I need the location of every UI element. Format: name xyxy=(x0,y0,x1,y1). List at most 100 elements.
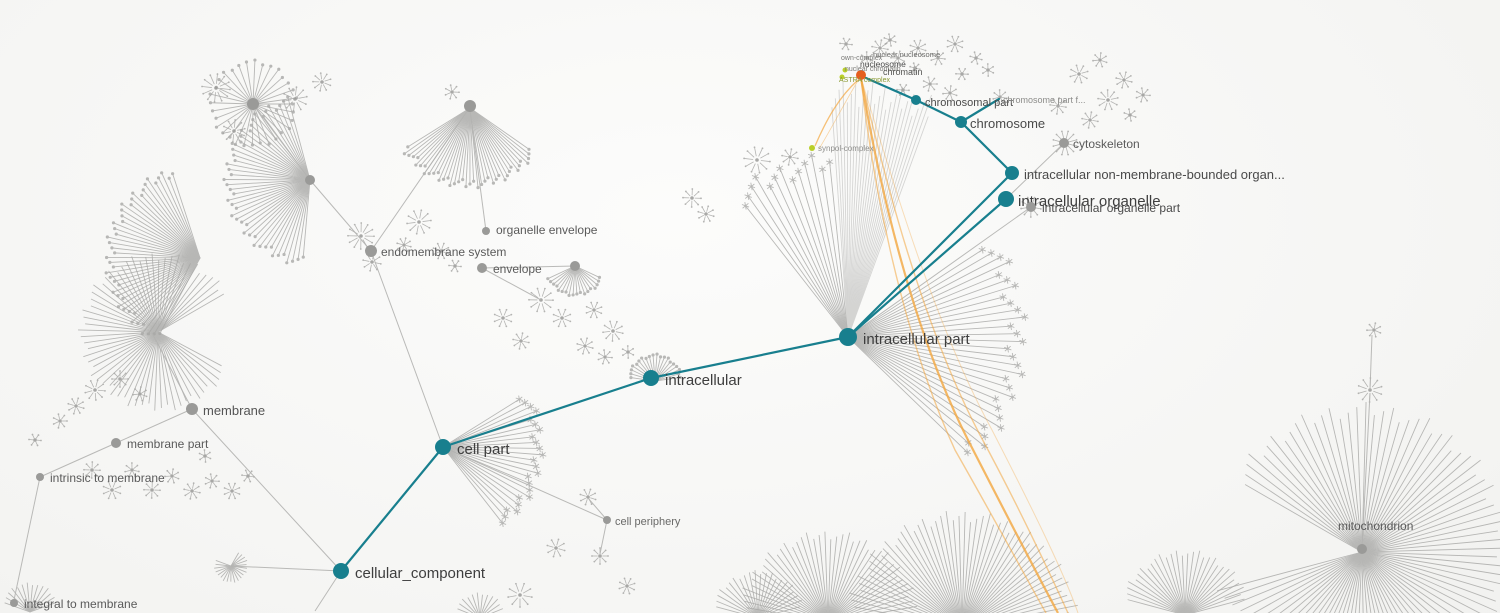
node-envelope[interactable] xyxy=(477,263,487,273)
node-starburst xyxy=(743,146,771,174)
cluster-fan xyxy=(831,81,932,338)
node-starburst xyxy=(312,72,332,92)
gray-edges xyxy=(13,103,1373,612)
label-envelope[interactable]: envelope xyxy=(493,262,542,276)
node-starburst xyxy=(697,205,715,223)
node-membrane[interactable] xyxy=(186,403,198,415)
synpol-complex-node[interactable] xyxy=(809,145,815,151)
node-starburst xyxy=(1092,52,1108,68)
node-intracellular-non-membrane-bounded-organelle[interactable] xyxy=(1005,166,1019,180)
node-starburst xyxy=(432,242,450,260)
node-chromosomal-part[interactable] xyxy=(911,95,921,105)
node-starburst xyxy=(585,301,603,319)
label-cytoskeleton[interactable]: cytoskeleton xyxy=(1073,137,1140,151)
chromatin-green-node[interactable] xyxy=(842,67,848,73)
label-intracellular-organelle-part[interactable]: intracellular organelle part xyxy=(1042,201,1181,215)
node-starburst xyxy=(396,237,412,253)
node-starburst xyxy=(204,473,220,489)
label-cell-periphery[interactable]: cell periphery xyxy=(615,516,681,528)
cluster-apex-node[interactable] xyxy=(247,98,259,110)
node-starburst xyxy=(839,37,853,51)
node-starburst xyxy=(909,62,921,74)
node-starburst xyxy=(282,86,308,112)
node-starburst xyxy=(618,577,636,595)
node-starburst xyxy=(969,51,983,65)
node-integral-to-membrane[interactable] xyxy=(10,599,18,607)
mini-label[interactable]: ASTRA complex xyxy=(839,77,890,84)
node-starburst xyxy=(930,50,946,66)
node-intracellular-part[interactable] xyxy=(839,328,857,346)
cluster-fan xyxy=(1127,550,1245,613)
node-starburst xyxy=(1097,89,1119,111)
node-starburst xyxy=(860,51,874,65)
node-endomembrane-system[interactable] xyxy=(365,245,377,257)
node-starburst xyxy=(223,482,241,500)
astra-complex-node[interactable] xyxy=(839,74,845,80)
cluster-fan xyxy=(442,395,547,527)
node-starburst xyxy=(621,345,635,359)
label-chromosome-part[interactable]: chromosome part f... xyxy=(1003,95,1086,105)
mini-label[interactable]: nucleosome xyxy=(860,59,906,69)
label-mitochondrion[interactable]: mitochondrion xyxy=(1338,519,1413,533)
nucleosome-node[interactable] xyxy=(856,70,866,80)
node-starburst xyxy=(28,433,42,447)
mini-label[interactable]: nuclear chromatin xyxy=(845,66,901,73)
node-intrinsic-to-membrane[interactable] xyxy=(36,473,44,481)
node-organelle-envelope[interactable] xyxy=(482,227,490,235)
node-starburst xyxy=(591,547,609,565)
mini-label[interactable]: chromatin xyxy=(883,67,923,77)
label-intrinsic-to-membrane[interactable]: intrinsic to membrane xyxy=(50,471,165,485)
node-starburst xyxy=(552,308,572,328)
cluster-apex-node[interactable] xyxy=(305,175,315,185)
mini-label[interactable]: nuclear nucleosome xyxy=(873,50,940,59)
label-chromosomal-part[interactable]: chromosomal part xyxy=(925,97,1013,109)
cluster-apex-node[interactable] xyxy=(464,100,476,112)
node-cell-part[interactable] xyxy=(435,439,451,455)
node-starburst xyxy=(896,83,910,97)
cluster-fan xyxy=(78,253,225,411)
label-cell-part[interactable]: cell part xyxy=(457,441,510,458)
mini-label[interactable]: own-complex xyxy=(841,55,883,62)
label-cellular-component[interactable]: cellular_component xyxy=(355,565,486,582)
label-integral-to-membrane[interactable]: integral to membrane xyxy=(24,597,138,611)
node-starburst xyxy=(222,119,246,143)
label-intracellular-part[interactable]: intracellular part xyxy=(863,331,971,348)
node-starburst xyxy=(992,89,1008,105)
label-membrane-part[interactable]: membrane part xyxy=(127,437,209,451)
cluster-fan xyxy=(214,552,248,583)
label-intracellular-organelle[interactable]: intracellular organelle xyxy=(1018,193,1161,210)
node-starburst xyxy=(955,67,969,81)
node-starburst xyxy=(241,469,255,483)
node-chromosome[interactable] xyxy=(955,116,967,128)
node-starburst xyxy=(1049,97,1067,115)
node-starburst xyxy=(602,320,624,342)
node-intracellular-organelle[interactable] xyxy=(998,191,1014,207)
node-membrane-part[interactable] xyxy=(111,438,121,448)
association-edge-orange xyxy=(860,77,1047,613)
label-intracellular[interactable]: intracellular xyxy=(665,372,742,389)
node-starburst xyxy=(132,386,148,402)
node-cell-periphery[interactable] xyxy=(603,516,611,524)
node-mitochondrion[interactable] xyxy=(1357,544,1367,554)
label-intracellular-non-membrane-bounded-organelle[interactable]: intracellular non-membrane-bounded organ… xyxy=(1024,167,1285,182)
node-starburst xyxy=(922,76,938,92)
label-chromosome[interactable]: chromosome xyxy=(970,116,1045,131)
node-cellular-component[interactable] xyxy=(333,563,349,579)
node-starburst xyxy=(83,461,101,479)
node-starburst xyxy=(111,370,129,388)
label-membrane[interactable]: membrane xyxy=(203,403,265,418)
node-starburst xyxy=(579,488,597,506)
node-intracellular-organelle-part[interactable] xyxy=(1026,202,1036,212)
label-endomembrane-system[interactable]: endomembrane system xyxy=(381,245,506,259)
node-cytoskeleton[interactable] xyxy=(1059,138,1069,148)
cluster-apex-node[interactable] xyxy=(570,261,580,271)
mini-label[interactable]: synpol-complex xyxy=(818,144,874,153)
node-starburst xyxy=(1069,64,1089,84)
cluster-fan xyxy=(208,58,299,148)
cluster-fan xyxy=(849,511,1078,613)
label-organelle-envelope[interactable]: organelle envelope xyxy=(496,223,598,237)
node-intracellular[interactable] xyxy=(643,370,659,386)
node-starburst xyxy=(124,462,140,478)
node-starburst xyxy=(198,449,212,463)
